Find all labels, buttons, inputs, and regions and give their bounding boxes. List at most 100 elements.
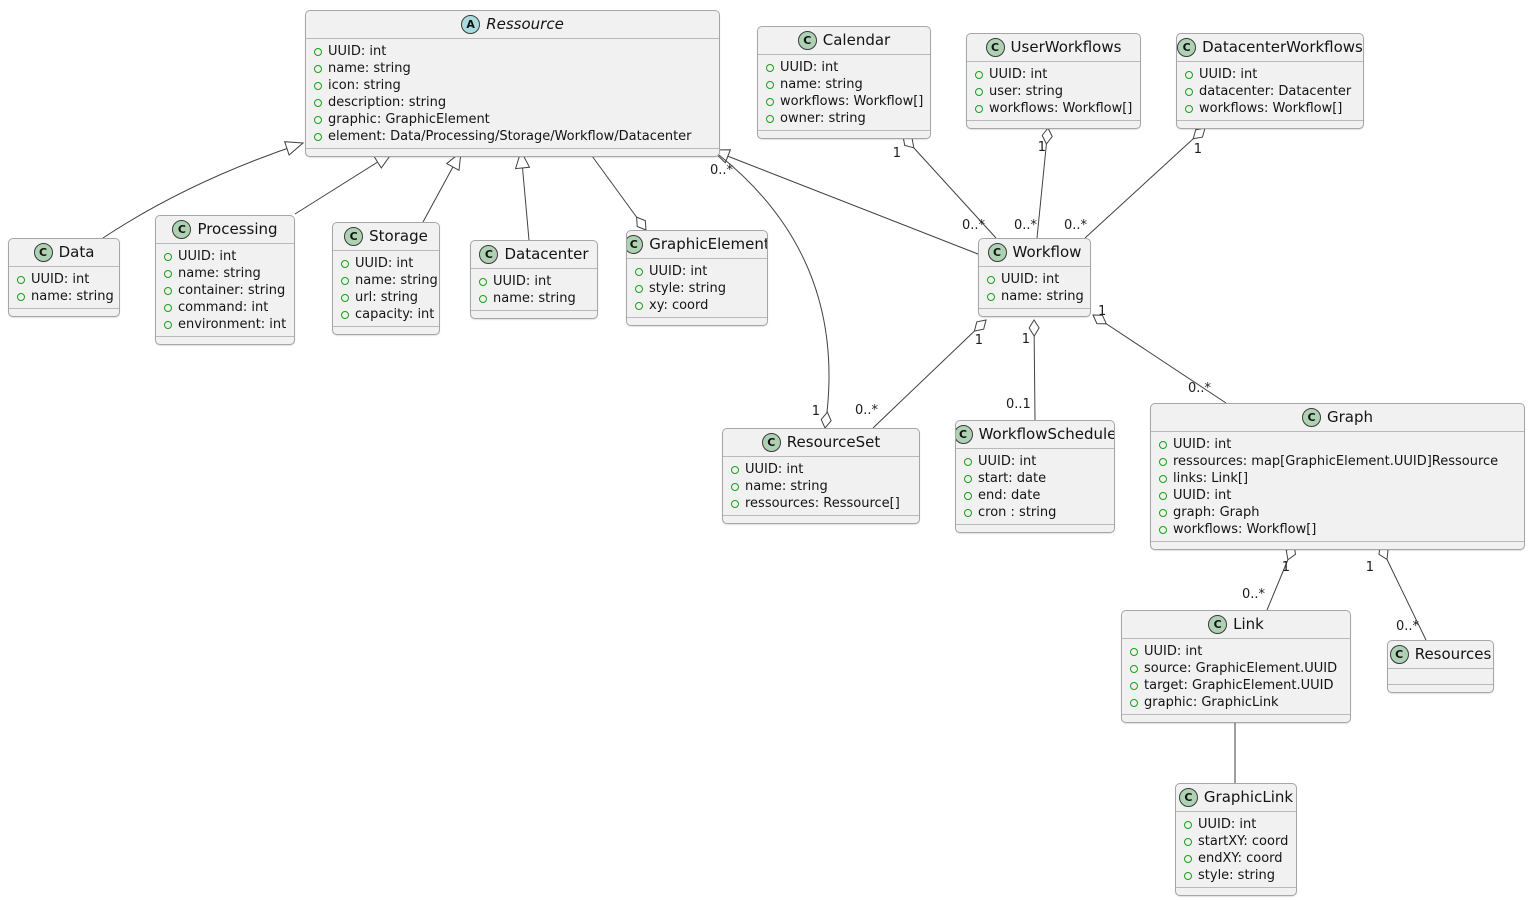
attribute: ressources: Ressource[] <box>731 495 911 512</box>
attribute-text: start: date <box>978 471 1047 486</box>
methods-compartment <box>1388 684 1493 692</box>
attribute-text: name: string <box>745 479 828 494</box>
field-visibility-icon <box>975 70 983 79</box>
attribute: name: string <box>766 76 922 93</box>
field-visibility-icon <box>1159 440 1167 449</box>
class-name: Data <box>58 243 95 261</box>
attribute: startXY: coord <box>1184 833 1288 850</box>
multiplicity-label: 1 <box>1282 560 1290 575</box>
field-visibility-icon <box>964 457 972 466</box>
attribute-text: owner: string <box>780 111 866 126</box>
attribute-text: capacity: int <box>355 307 435 322</box>
field-visibility-icon <box>964 508 972 517</box>
class-stereotype-icon: C <box>987 243 1007 262</box>
multiplicity-label: 0..1 <box>1006 397 1031 412</box>
methods-compartment <box>156 336 294 344</box>
multiplicity-label: 0..* <box>1014 218 1038 233</box>
class-title-bar: C ResourceSet <box>723 429 919 457</box>
attribute-text: datacenter: Datacenter <box>1199 84 1352 99</box>
multiplicity-label: 0..* <box>1188 381 1212 396</box>
class-name: Link <box>1233 615 1264 633</box>
attribute-text: icon: string <box>328 78 401 93</box>
attribute-text: name: string <box>178 266 261 281</box>
field-visibility-icon <box>341 293 349 302</box>
attribute: owner: string <box>766 110 922 127</box>
attributes-compartment: UUID: int name: string <box>979 267 1090 308</box>
attribute-text: UUID: int <box>355 256 414 271</box>
class-stereotype-icon: C <box>1301 408 1321 427</box>
attribute: datacenter: Datacenter <box>1185 83 1355 100</box>
attribute: target: GraphicElement.UUID <box>1130 677 1342 694</box>
methods-compartment <box>471 310 597 318</box>
attribute-text: workflows: Workflow[] <box>780 94 924 109</box>
aggregation-diamond-icon <box>973 319 987 332</box>
class-name: UserWorkflows <box>1010 38 1122 56</box>
class-title-bar: C Workflow <box>979 239 1090 267</box>
attribute-text: style: string <box>649 281 727 296</box>
field-visibility-icon <box>766 114 774 123</box>
attribute: graphic: GraphicElement <box>314 111 711 128</box>
attribute: workflows: Workflow[] <box>1185 100 1355 117</box>
aggregation-diamond-icon <box>636 216 647 231</box>
attribute: ressources: map[GraphicElement.UUID]Ress… <box>1159 453 1516 470</box>
edge-workflow-graph <box>1092 314 1227 404</box>
multiplicity-label: 0..* <box>1064 218 1088 233</box>
attribute: UUID: int <box>635 263 759 280</box>
methods-compartment <box>1176 887 1296 895</box>
attribute: UUID: int <box>314 43 711 60</box>
field-visibility-icon <box>314 81 322 90</box>
attribute: url: string <box>341 289 431 306</box>
generalization-arrow-icon <box>514 149 531 170</box>
class-name: Calendar <box>822 31 891 49</box>
attribute: name: string <box>479 290 589 307</box>
attribute-text: ressources: Ressource[] <box>745 496 900 511</box>
attribute-text: UUID: int <box>328 44 387 59</box>
attribute: name: string <box>731 478 911 495</box>
field-visibility-icon <box>1184 820 1192 829</box>
class-stereotype-icon: C <box>1177 38 1197 57</box>
attribute: cron : string <box>964 504 1106 521</box>
attribute-text: UUID: int <box>745 462 804 477</box>
edge-workflow-resourceset <box>872 319 987 429</box>
class-name: Workflow <box>1012 243 1082 261</box>
attribute-text: graphic: GraphicElement <box>328 112 490 127</box>
class-name: Ressource <box>486 15 564 33</box>
field-visibility-icon <box>766 63 774 72</box>
field-visibility-icon <box>1130 664 1138 673</box>
aggregation-diamond-icon <box>1028 319 1040 337</box>
attribute-text: command: int <box>178 300 269 315</box>
attribute: container: string <box>164 282 286 299</box>
edge-resourceset-ressource <box>718 154 830 429</box>
field-visibility-icon <box>635 284 643 293</box>
aggregation-diamond-icon <box>820 411 832 429</box>
attribute-text: UUID: int <box>1144 644 1203 659</box>
attribute-text: UUID: int <box>1198 817 1257 832</box>
class-name: Processing <box>197 220 278 238</box>
field-visibility-icon <box>635 267 643 276</box>
multiplicity-label: 1 <box>1038 140 1046 155</box>
attribute-text: url: string <box>355 290 419 305</box>
field-visibility-icon <box>766 97 774 106</box>
field-visibility-icon <box>1159 525 1167 534</box>
class-name: Storage <box>369 227 428 245</box>
attribute-text: graphic: GraphicLink <box>1144 695 1279 710</box>
attribute-text: user: string <box>989 84 1063 99</box>
attribute: UUID: int <box>341 255 431 272</box>
attribute: name: string <box>341 272 438 289</box>
field-visibility-icon <box>1159 457 1167 466</box>
class-stereotype-icon: C <box>172 220 192 239</box>
class-title-bar: C Storage <box>333 223 439 251</box>
aggregation-diamond-icon <box>1041 127 1053 145</box>
attribute-text: name: string <box>1001 289 1084 304</box>
attribute-text: UUID: int <box>1001 272 1060 287</box>
edge-workflow-ressource <box>711 149 979 255</box>
